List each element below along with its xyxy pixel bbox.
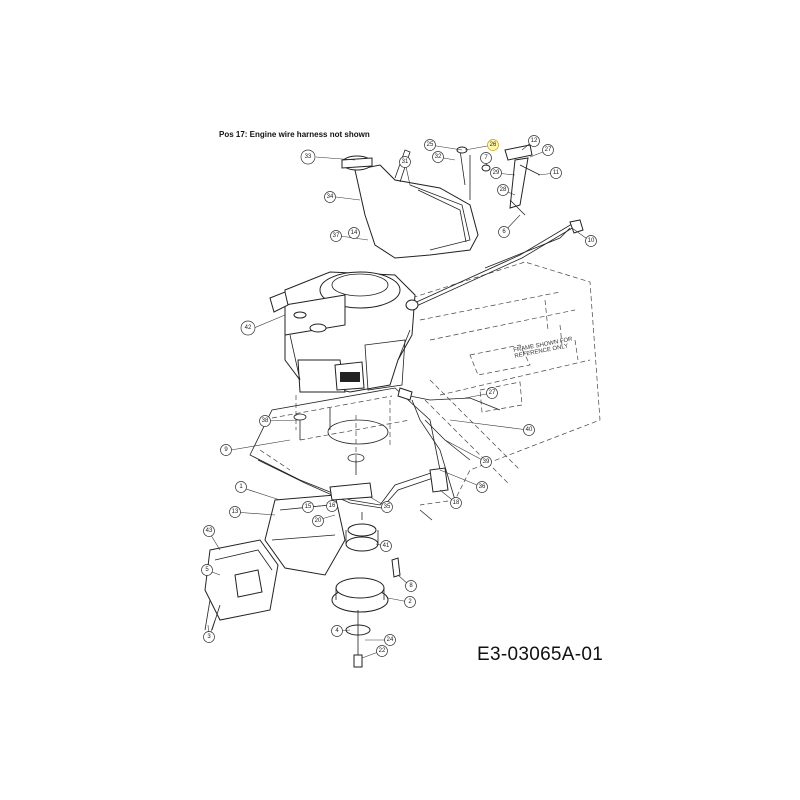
svg-text:5: 5 [205, 567, 209, 573]
callout-3: 3 [203, 631, 215, 643]
svg-text:25: 25 [427, 142, 434, 148]
callout-43: 43 [203, 525, 215, 537]
svg-text:20: 20 [315, 518, 322, 524]
callout-18: 18 [450, 497, 462, 509]
callout-14: 14 [348, 227, 360, 239]
svg-text:42: 42 [245, 325, 252, 331]
svg-text:27: 27 [545, 147, 552, 153]
drawing-code: E3-03065A-01 [477, 644, 604, 665]
svg-text:24: 24 [387, 637, 394, 643]
callout-41: 41 [380, 540, 392, 552]
svg-text:39: 39 [483, 459, 490, 465]
svg-text:34: 34 [327, 194, 334, 200]
svg-text:36: 36 [479, 484, 486, 490]
svg-text:6: 6 [502, 229, 506, 235]
callout-24: 24 [384, 634, 396, 646]
svg-text:27: 27 [489, 390, 496, 396]
svg-text:10: 10 [588, 238, 595, 244]
callout-34: 34 [324, 191, 336, 203]
svg-text:14: 14 [351, 230, 358, 236]
callout-10: 10 [585, 235, 597, 247]
control-bracket [456, 144, 541, 216]
svg-text:7: 7 [484, 155, 488, 161]
svg-text:15: 15 [305, 504, 312, 510]
callout-35: 35 [381, 501, 393, 513]
svg-text:26: 26 [490, 142, 497, 148]
callout-32: 32 [432, 151, 444, 163]
svg-text:16: 16 [329, 503, 336, 509]
callout-38: 38 [259, 415, 271, 427]
svg-text:31: 31 [402, 159, 409, 165]
fuel-tank [341, 149, 479, 259]
callout-22: 22 [376, 645, 388, 657]
callout-26: 26 [487, 139, 499, 151]
svg-text:9: 9 [224, 447, 228, 453]
callout-6: 6 [498, 226, 510, 238]
svg-text:3: 3 [207, 634, 211, 640]
engine-body [269, 271, 416, 393]
svg-text:33: 33 [305, 154, 312, 160]
battery-box [204, 539, 279, 631]
callout-40: 40 [523, 424, 535, 436]
svg-text:38: 38 [262, 418, 269, 424]
callout-4: 4 [331, 625, 343, 637]
svg-text:29: 29 [493, 170, 500, 176]
pto-clutch [331, 577, 389, 668]
svg-text:32: 32 [435, 154, 442, 160]
callout-29: 29 [490, 167, 502, 179]
callout-36: 36 [476, 481, 488, 493]
callout-25: 25 [424, 139, 436, 151]
callout-1: 1 [235, 481, 247, 493]
callout-13: 13 [229, 506, 241, 518]
svg-text:35: 35 [384, 504, 391, 510]
engine-pulley [345, 512, 379, 552]
callout-28: 28 [497, 184, 509, 196]
svg-text:13: 13 [232, 509, 239, 515]
svg-text:4: 4 [335, 628, 339, 634]
callout-39: 39 [480, 456, 492, 468]
callout-15: 15 [302, 501, 314, 513]
callout-8: 8 [405, 580, 417, 592]
bolt-part [391, 509, 433, 578]
svg-text:12: 12 [531, 138, 538, 144]
callouts: 25 26 12 27 33 31 32 7 29 28 11 6 10 37 … [201, 135, 597, 657]
belt-guard [264, 482, 373, 576]
callout-42: 42 [240, 320, 256, 336]
callout-33: 33 [300, 149, 316, 165]
callout-31: 31 [399, 156, 411, 168]
diagram-note: Pos 17: Engine wire harness not shown [219, 130, 370, 139]
frame-outline [404, 261, 601, 506]
svg-text:18: 18 [453, 500, 460, 506]
callout-5: 5 [201, 564, 213, 576]
svg-text:11: 11 [553, 170, 560, 176]
callout-37: 37 [330, 230, 342, 242]
engine-deck-plate [249, 387, 443, 509]
callout-11: 11 [550, 167, 562, 179]
callout-2: 2 [404, 596, 416, 608]
svg-text:41: 41 [383, 543, 390, 549]
svg-text:22: 22 [379, 648, 386, 654]
callout-27-top: 27 [542, 144, 554, 156]
throttle-cable [405, 219, 584, 311]
callout-16: 16 [326, 500, 338, 512]
svg-text:28: 28 [500, 187, 507, 193]
callout-7: 7 [480, 152, 492, 164]
svg-text:37: 37 [333, 233, 340, 239]
callout-9: 9 [220, 444, 232, 456]
svg-text:40: 40 [526, 427, 533, 433]
svg-text:2: 2 [408, 599, 412, 605]
callout-20: 20 [312, 515, 324, 527]
svg-text:8: 8 [409, 583, 413, 589]
callout-12: 12 [528, 135, 540, 147]
svg-text:43: 43 [206, 528, 213, 534]
svg-text:1: 1 [239, 484, 243, 490]
callout-27-mid: 27 [486, 387, 498, 399]
